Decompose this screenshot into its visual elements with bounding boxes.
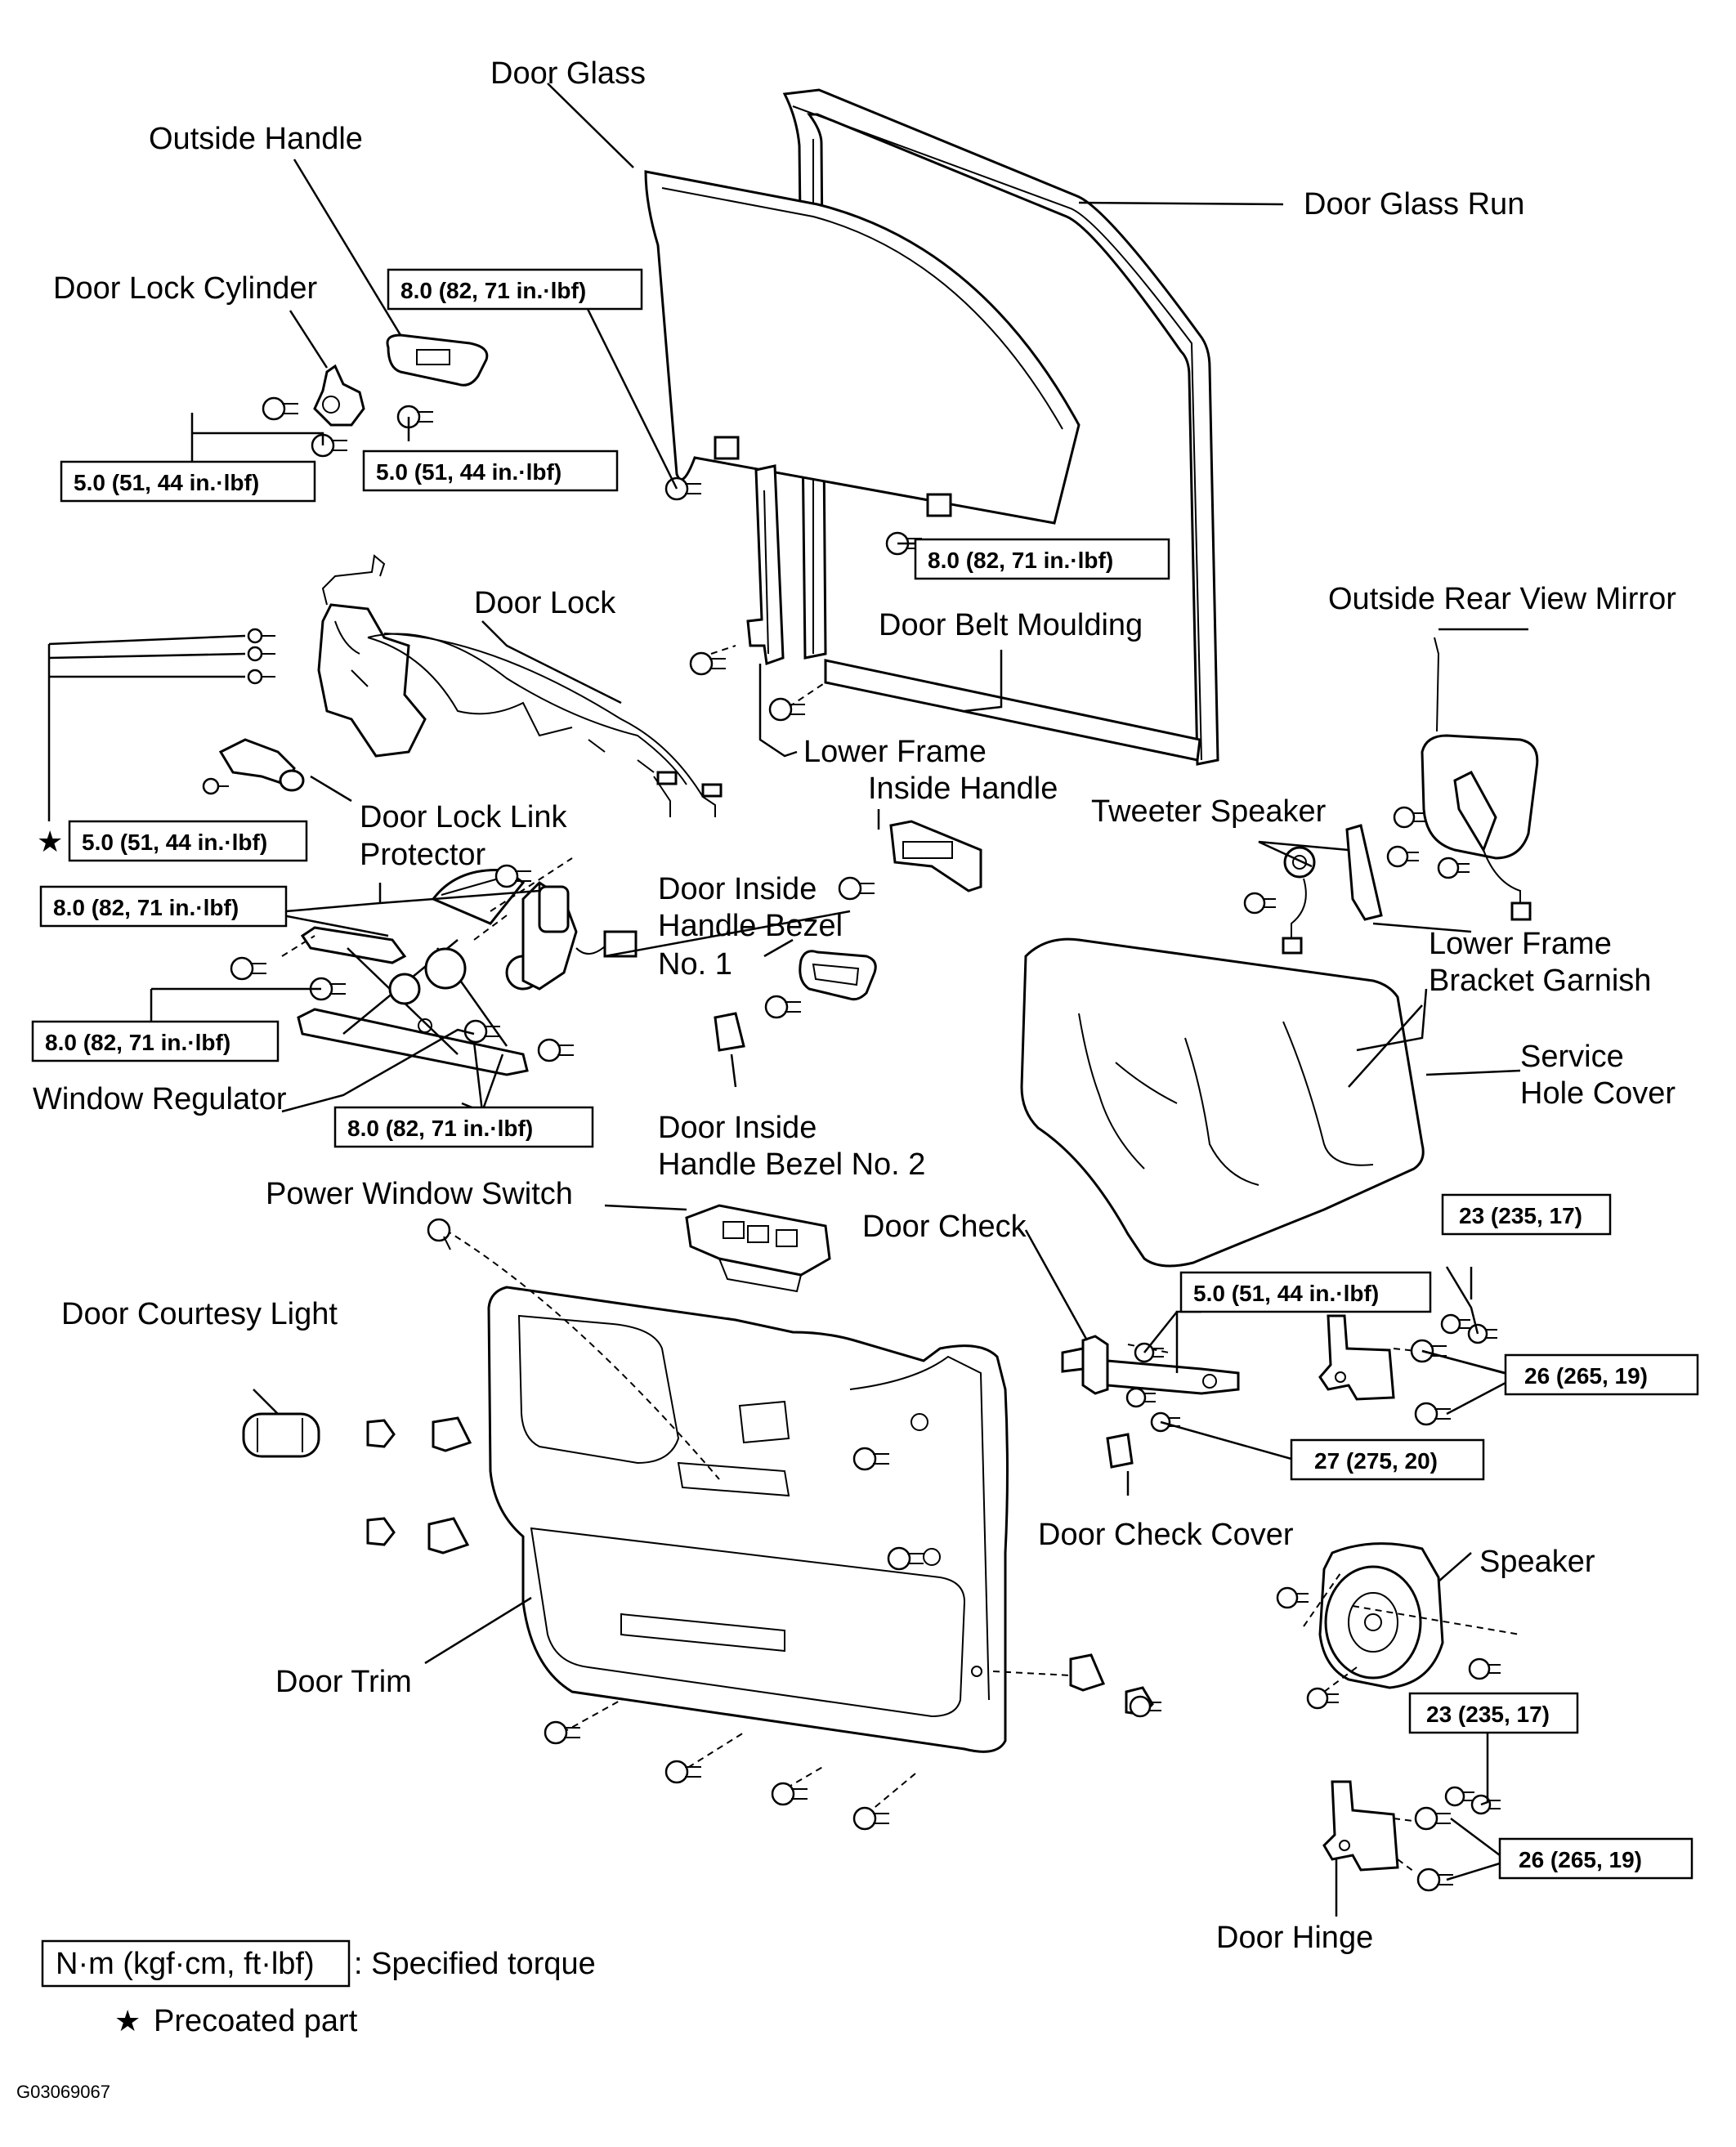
door-check-cover-part bbox=[1106, 1433, 1134, 1469]
door-lock-part bbox=[317, 554, 723, 817]
bolts bbox=[202, 396, 1501, 1892]
door-trim-part bbox=[487, 1286, 1009, 1753]
torque-hinge-upper-small: 23 (235, 17) bbox=[1441, 1193, 1612, 1236]
label-door-lock: Door Lock bbox=[474, 586, 616, 620]
torque-glass-bottom: 8.0 (82, 71 in.·lbf) bbox=[914, 538, 1170, 580]
label-bezel-no1-line1: Door Inside bbox=[658, 872, 817, 906]
window-regulator-part bbox=[297, 868, 638, 1076]
label-power-window-switch: Power Window Switch bbox=[266, 1177, 573, 1211]
door-glass-part bbox=[644, 170, 1081, 525]
svg-text:5.0 (51, 44 in.·lbf): 5.0 (51, 44 in.·lbf) bbox=[1193, 1281, 1379, 1306]
svg-text:23 (235, 17): 23 (235, 17) bbox=[1459, 1203, 1582, 1228]
precoat-star-marker: ★ bbox=[37, 825, 63, 858]
label-door-hinge: Door Hinge bbox=[1216, 1921, 1373, 1955]
service-hole-cover-part bbox=[1020, 937, 1425, 1268]
power-window-switch-part bbox=[685, 1204, 831, 1293]
tweeter-speaker-part bbox=[1282, 846, 1316, 955]
label-door-glass: Door Glass bbox=[490, 56, 646, 91]
svg-text:26 (265, 19): 26 (265, 19) bbox=[1519, 1847, 1642, 1872]
inside-handle-bezel-no2-part bbox=[714, 1012, 745, 1052]
door-belt-moulding-part bbox=[788, 659, 1201, 762]
label-door-lock-cylinder: Door Lock Cylinder bbox=[53, 271, 317, 306]
torque-lock: 5.0 (51, 44 in.·lbf) bbox=[68, 820, 308, 862]
speaker-part bbox=[1318, 1542, 1444, 1689]
inside-handle-bezel-no1-part bbox=[799, 950, 877, 1001]
torque-check-body: 27 (275, 20) bbox=[1290, 1438, 1485, 1481]
label-door-belt-moulding: Door Belt Moulding bbox=[879, 608, 1143, 642]
svg-text:5.0 (51, 44 in.·lbf): 5.0 (51, 44 in.·lbf) bbox=[376, 459, 562, 485]
label-door-check: Door Check bbox=[862, 1210, 1027, 1244]
label-lower-frame: Lower Frame bbox=[803, 735, 987, 769]
door-hinge-lower-part bbox=[1322, 1780, 1399, 1872]
torque-glass-top: 8.0 (82, 71 in.·lbf) bbox=[387, 268, 643, 311]
outside-handle-part bbox=[386, 333, 489, 387]
svg-text:26 (265, 19): 26 (265, 19) bbox=[1524, 1363, 1648, 1389]
svg-text:27 (275, 20): 27 (275, 20) bbox=[1314, 1448, 1438, 1474]
label-bezel-no2-line2: Handle Bezel No. 2 bbox=[658, 1147, 925, 1182]
lower-frame-part bbox=[746, 464, 798, 758]
trim-clips bbox=[366, 1416, 1154, 1716]
label-inside-handle: Inside Handle bbox=[868, 772, 1058, 806]
svg-text:8.0 (82, 71 in.·lbf): 8.0 (82, 71 in.·lbf) bbox=[53, 895, 239, 920]
label-bezel-no1-line3: No. 1 bbox=[658, 947, 732, 982]
label-tweeter-speaker: Tweeter Speaker bbox=[1091, 794, 1327, 829]
figure-code: G03069067 bbox=[16, 2082, 110, 2102]
legend-torque-unit: N·m (kgf·cm, ft·lbf) : Specified torque bbox=[41, 1939, 596, 1988]
svg-text:5.0 (51, 44 in.·lbf): 5.0 (51, 44 in.·lbf) bbox=[82, 830, 267, 855]
legend-unit-box-text: N·m (kgf·cm, ft·lbf) bbox=[56, 1947, 315, 1981]
torque-regulator-top: 8.0 (82, 71 in.·lbf) bbox=[39, 885, 288, 928]
label-door-courtesy-light: Door Courtesy Light bbox=[61, 1297, 338, 1331]
label-door-lock-link-protector-2: Protector bbox=[360, 838, 486, 872]
svg-text:8.0 (82, 71 in.·lbf): 8.0 (82, 71 in.·lbf) bbox=[347, 1116, 533, 1141]
door-check-part bbox=[1061, 1335, 1240, 1395]
label-door-lock-link-protector-1: Door Lock Link bbox=[360, 800, 567, 834]
door-hinge-upper-part bbox=[1318, 1314, 1395, 1401]
label-outside-rear-view-mirror: Outside Rear View Mirror bbox=[1328, 582, 1676, 616]
label-door-check-cover: Door Check Cover bbox=[1038, 1518, 1294, 1552]
label-outside-handle: Outside Handle bbox=[149, 122, 363, 156]
glass-bracket-rear bbox=[926, 493, 952, 517]
label-window-regulator: Window Regulator bbox=[33, 1082, 287, 1116]
label-service-hole-cover-1: Service bbox=[1520, 1040, 1624, 1074]
legend-precoat: ★ Precoated part bbox=[114, 2004, 358, 2038]
legend-unit-description: : Specified torque bbox=[354, 1947, 596, 1981]
legend-star-icon: ★ bbox=[114, 2004, 141, 2037]
inside-handle-part bbox=[889, 820, 982, 892]
label-bezel-no2-line1: Door Inside bbox=[658, 1111, 817, 1145]
torque-handle: 5.0 (51, 44 in.·lbf) bbox=[362, 450, 619, 492]
label-lower-frame-bracket-garnish-2: Bracket Garnish bbox=[1429, 964, 1651, 998]
torque-hinge-upper-big: 26 (265, 19) bbox=[1504, 1353, 1699, 1396]
label-door-trim: Door Trim bbox=[275, 1665, 412, 1699]
torque-door-check: 5.0 (51, 44 in.·lbf) bbox=[1179, 1271, 1432, 1313]
torque-cylinder: 5.0 (51, 44 in.·lbf) bbox=[60, 460, 316, 503]
torque-regulator-left: 8.0 (82, 71 in.·lbf) bbox=[31, 1020, 280, 1062]
leader-lines bbox=[47, 83, 1528, 1917]
door-lock-cylinder-part bbox=[313, 364, 365, 427]
svg-text:5.0 (51, 44 in.·lbf): 5.0 (51, 44 in.·lbf) bbox=[74, 470, 259, 495]
lower-frame-bracket-garnish-part bbox=[1345, 824, 1383, 921]
door-courtesy-light-part bbox=[242, 1412, 320, 1458]
torque-hinge-lower-big: 26 (265, 19) bbox=[1498, 1837, 1693, 1880]
label-door-glass-run: Door Glass Run bbox=[1304, 187, 1524, 221]
svg-text:8.0 (82, 71 in.·lbf): 8.0 (82, 71 in.·lbf) bbox=[400, 278, 586, 303]
label-speaker: Speaker bbox=[1479, 1545, 1595, 1579]
glass-bracket-front bbox=[714, 436, 740, 460]
label-lower-frame-bracket-garnish-1: Lower Frame bbox=[1429, 927, 1612, 961]
svg-text:8.0 (82, 71 in.·lbf): 8.0 (82, 71 in.·lbf) bbox=[45, 1030, 230, 1055]
svg-text:8.0 (82, 71 in.·lbf): 8.0 (82, 71 in.·lbf) bbox=[928, 548, 1113, 573]
door-lock-link-protector-part bbox=[218, 738, 305, 792]
svg-text:23 (235, 17): 23 (235, 17) bbox=[1426, 1702, 1550, 1727]
label-service-hole-cover-2: Hole Cover bbox=[1520, 1076, 1676, 1111]
torque-hinge-lower-small: 23 (235, 17) bbox=[1408, 1692, 1579, 1734]
torque-regulator-bottom: 8.0 (82, 71 in.·lbf) bbox=[333, 1106, 594, 1148]
label-bezel-no1-line2: Handle Bezel bbox=[658, 909, 843, 943]
legend-precoat-text: Precoated part bbox=[154, 2004, 358, 2038]
outside-rear-view-mirror-part bbox=[1421, 637, 1539, 921]
